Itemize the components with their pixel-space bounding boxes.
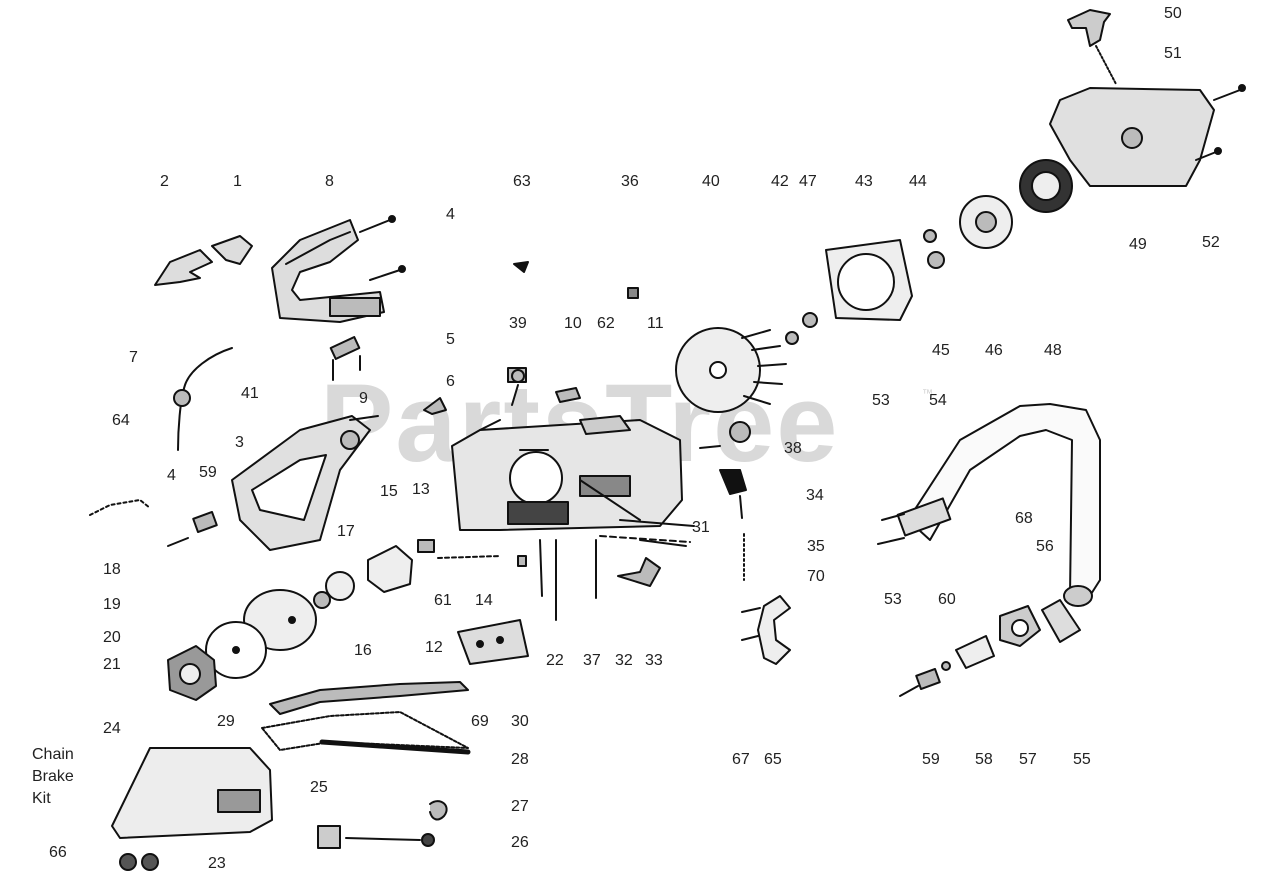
callout-49: 49: [1129, 236, 1147, 253]
callout-67: 67: [732, 751, 750, 768]
callout-7: 7: [129, 349, 138, 366]
callout-70: 70: [807, 568, 825, 585]
callout-53-top: 53: [872, 392, 890, 409]
callout-37: 37: [583, 652, 601, 669]
callout-25: 25: [310, 779, 328, 796]
oil-pump-part[interactable]: [367, 545, 413, 593]
callout-10: 10: [564, 315, 582, 332]
callout-9: 9: [359, 390, 368, 407]
callout-13: 13: [412, 481, 430, 498]
callout-4-bottom: 4: [167, 467, 176, 484]
callout-11: 11: [647, 315, 664, 332]
callout-54: 54: [929, 392, 947, 409]
callout-6: 6: [446, 373, 455, 390]
callout-51: 51: [1164, 45, 1182, 62]
callout-19: 19: [103, 596, 121, 613]
callout-44: 44: [909, 173, 927, 190]
callout-31: 31: [692, 519, 710, 536]
callout-4-top: 4: [446, 206, 455, 223]
chain-brake-kit-line1: Chain: [32, 746, 74, 763]
throttle-lockout-part[interactable]: [211, 235, 253, 265]
callout-59-right: 59: [922, 751, 940, 768]
callout-24: 24: [103, 720, 121, 737]
callout-27: 27: [511, 798, 529, 815]
callout-34: 34: [806, 487, 824, 504]
chain-brake-kit-label: Chain Brake Kit: [32, 744, 74, 810]
starter-grip-part[interactable]: [1067, 9, 1111, 47]
callout-62: 62: [597, 315, 615, 332]
callout-30: 30: [511, 713, 529, 730]
callout-40: 40: [702, 173, 720, 190]
callout-22: 22: [546, 652, 564, 669]
callout-32: 32: [615, 652, 633, 669]
callout-69: 69: [471, 713, 489, 730]
callout-12: 12: [425, 639, 443, 656]
callout-45: 45: [932, 342, 950, 359]
callout-33: 33: [645, 652, 663, 669]
callout-60: 60: [938, 591, 956, 608]
callout-35: 35: [807, 538, 825, 555]
front-hand-guard-part[interactable]: [231, 415, 371, 551]
callout-64: 64: [112, 412, 130, 429]
callout-2: 2: [160, 173, 169, 190]
callout-28: 28: [511, 751, 529, 768]
callout-38: 38: [784, 440, 802, 457]
callout-63: 63: [513, 173, 531, 190]
callout-18: 18: [103, 561, 121, 578]
callout-41: 41: [241, 385, 259, 402]
callout-61: 61: [434, 592, 452, 609]
callout-52: 52: [1202, 234, 1220, 251]
callout-56: 56: [1036, 538, 1054, 555]
callout-15: 15: [380, 483, 398, 500]
callout-8: 8: [325, 173, 334, 190]
watermark-trademark: ™: [922, 388, 933, 400]
callout-47: 47: [799, 173, 817, 190]
callout-26: 26: [511, 834, 529, 851]
callout-50: 50: [1164, 5, 1182, 22]
callout-48: 48: [1044, 342, 1062, 359]
callout-36: 36: [621, 173, 639, 190]
throttle-trigger-part[interactable]: [154, 249, 213, 286]
chain-brake-kit-line2: Brake: [32, 768, 74, 785]
callout-16: 16: [354, 642, 372, 659]
callout-14: 14: [475, 592, 493, 609]
callout-53-bottom: 53: [884, 591, 902, 608]
callout-21: 21: [103, 656, 121, 673]
callout-5: 5: [446, 331, 455, 348]
callout-42: 42: [771, 173, 789, 190]
callout-55: 55: [1073, 751, 1091, 768]
clutch-part[interactable]: [167, 645, 217, 701]
callout-39: 39: [509, 315, 527, 332]
clutch-drum-part[interactable]: [205, 589, 317, 679]
flywheel-part[interactable]: [675, 327, 787, 413]
chain-brake-kit-line3: Kit: [32, 790, 51, 807]
callout-23: 23: [208, 855, 226, 872]
callout-68: 68: [1015, 510, 1033, 527]
sprocket-cover-part[interactable]: [111, 747, 273, 839]
callout-29: 29: [217, 713, 235, 730]
callout-58: 58: [975, 751, 993, 768]
callout-17: 17: [337, 523, 355, 540]
rear-handle-part[interactable]: [271, 219, 385, 323]
callout-59-left: 59: [199, 464, 217, 481]
guide-bar-chain-part[interactable]: [261, 681, 471, 755]
callout-20: 20: [103, 629, 121, 646]
callout-3: 3: [235, 434, 244, 451]
callout-65: 65: [764, 751, 782, 768]
spring-part: [177, 347, 233, 451]
callout-57: 57: [1019, 751, 1037, 768]
engine-housing-part[interactable]: [451, 415, 683, 531]
callout-66: 66: [49, 844, 67, 861]
callout-46: 46: [985, 342, 1003, 359]
callout-1: 1: [233, 173, 242, 190]
callout-43: 43: [855, 173, 873, 190]
starter-pulley-part[interactable]: [923, 195, 1013, 269]
